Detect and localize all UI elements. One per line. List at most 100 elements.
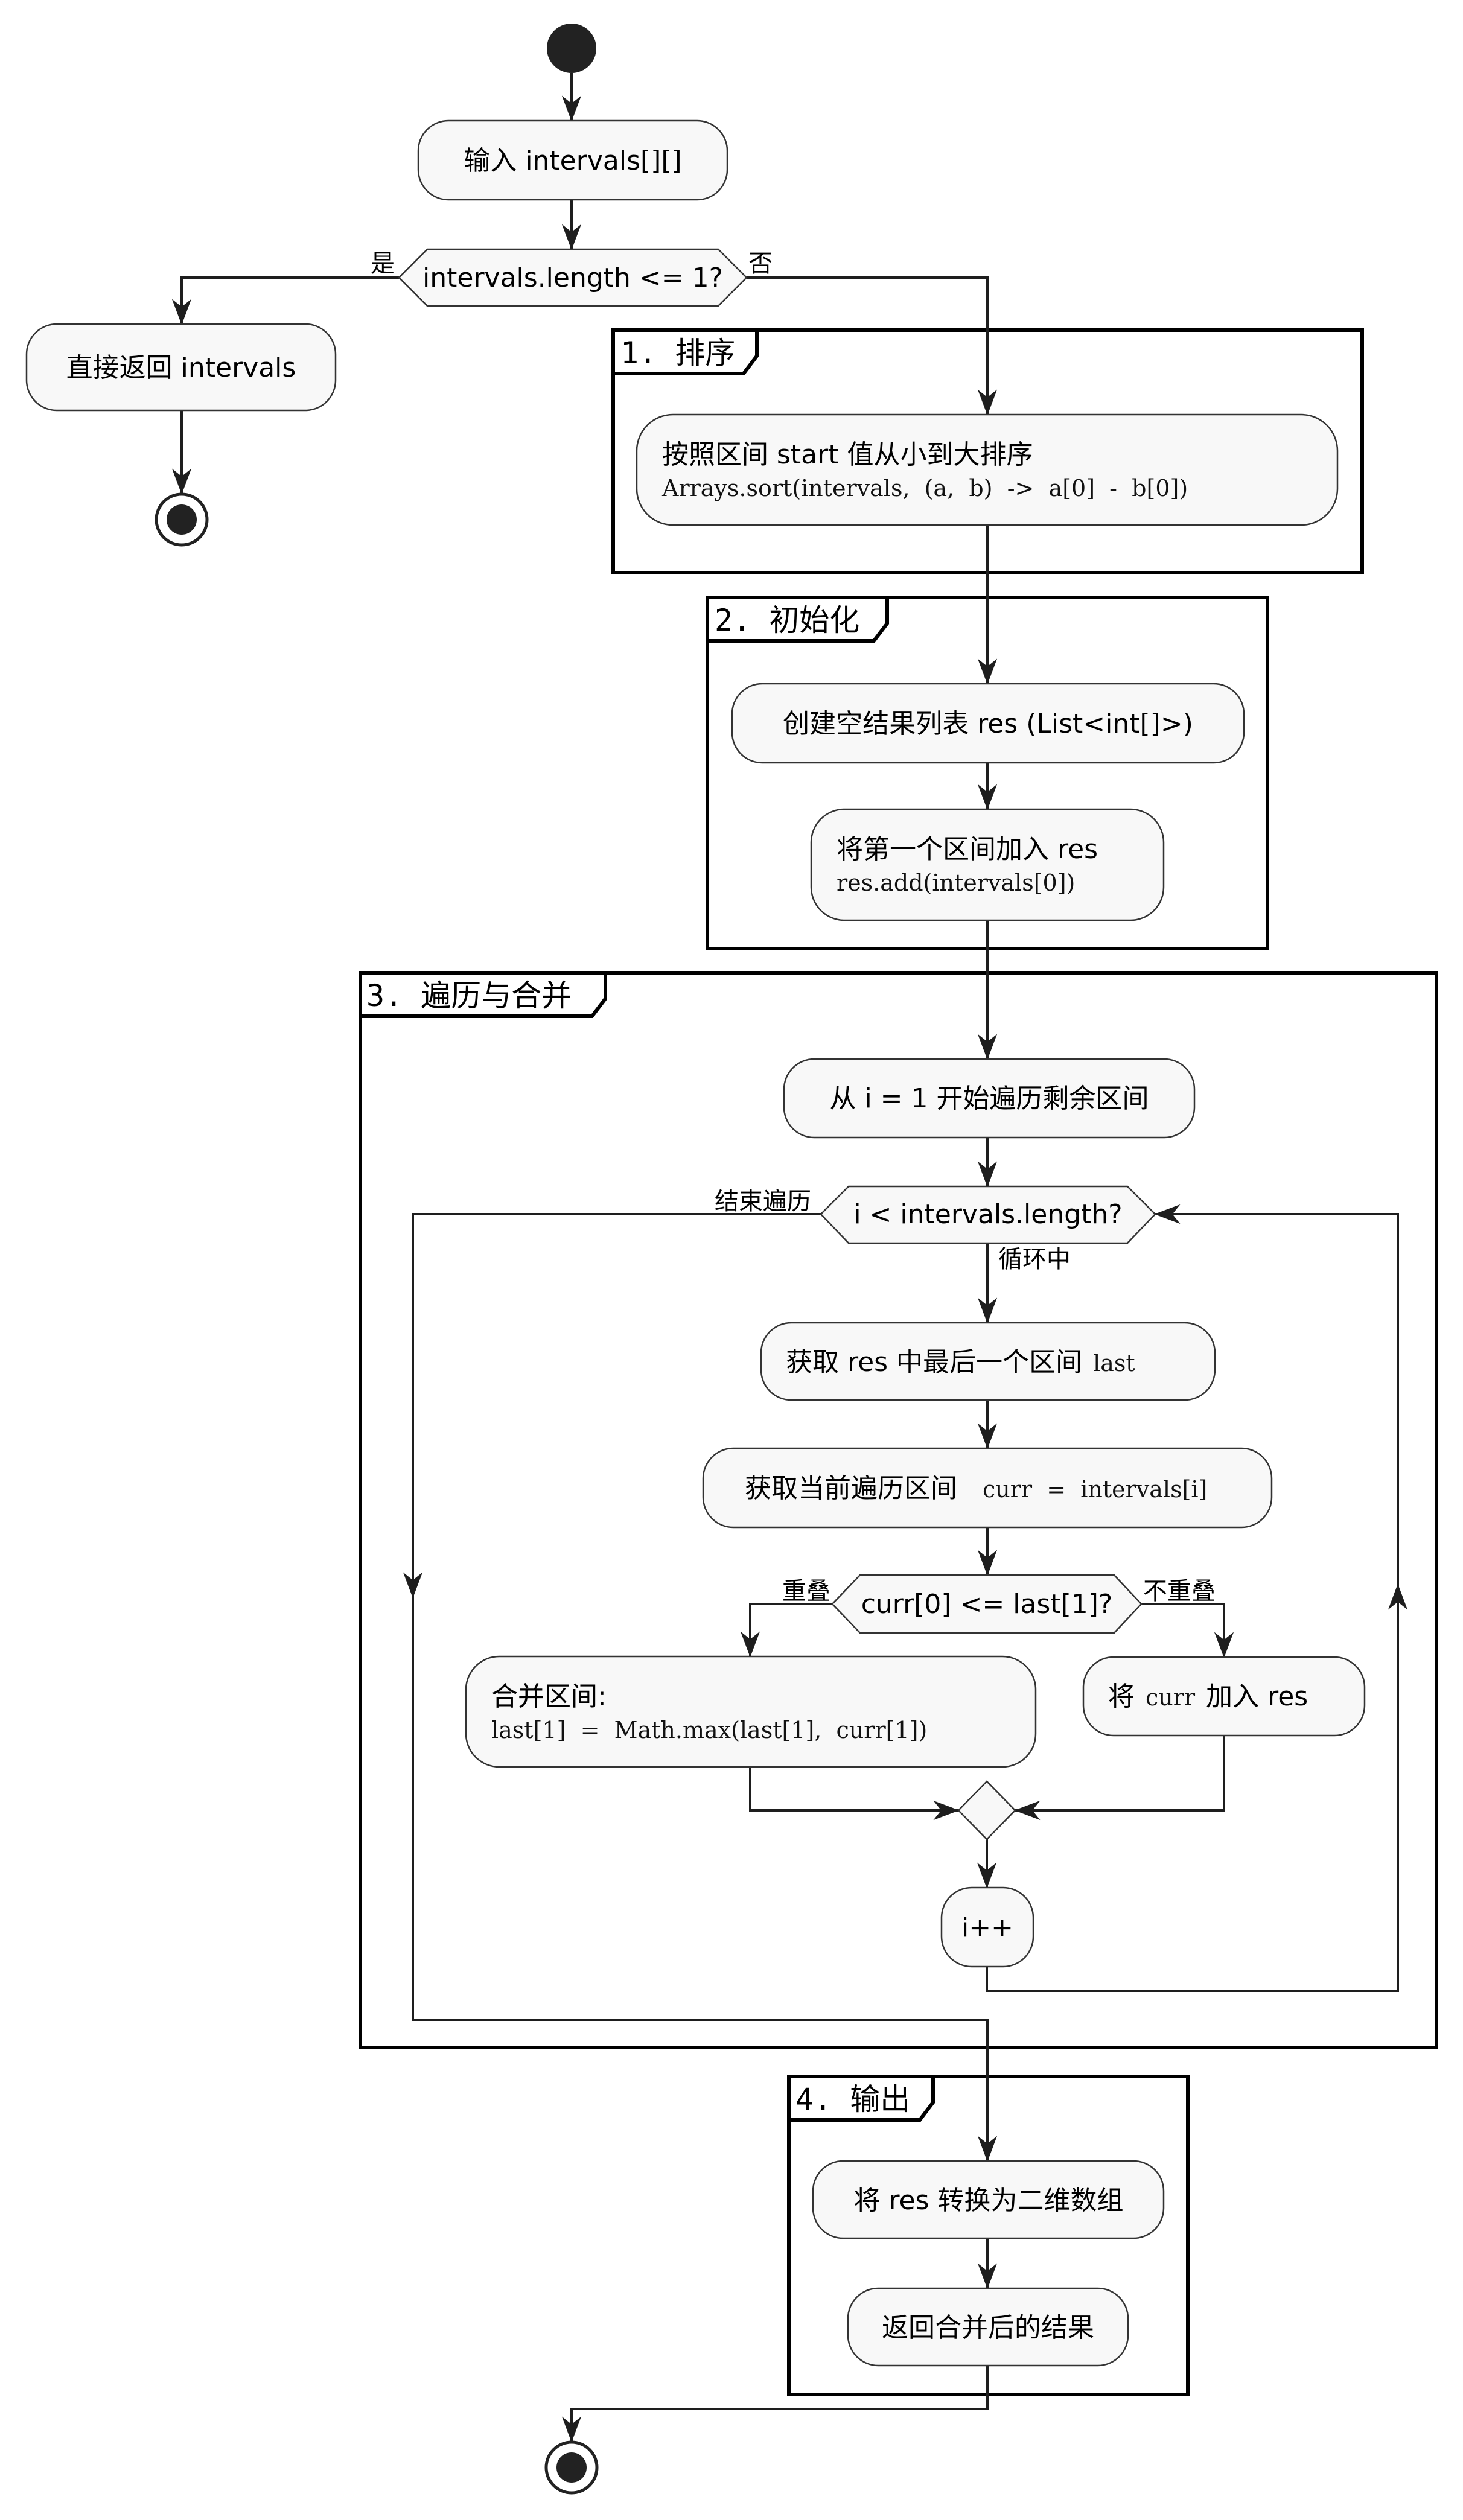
- node-create-res[interactable]: 创建空结果列表 res (List<int[]>): [731, 682, 1245, 764]
- arrow-down-icon: [977, 1862, 997, 1889]
- arrow-down-icon: [561, 224, 582, 250]
- node-increment-label: i++: [961, 1912, 1013, 1943]
- decision-length[interactable]: intervals.length <= 1? 是 否: [371, 248, 773, 307]
- node-add-first-box[interactable]: [810, 808, 1165, 921]
- decision-overlap-shape[interactable]: [831, 1574, 1143, 1634]
- node-input-box[interactable]: [417, 119, 728, 201]
- node-return-result-box[interactable]: [847, 2287, 1129, 2367]
- node-iter-start-label: 从 i = 1 开始遍历剩余区间: [829, 1083, 1149, 1114]
- node-iter-start[interactable]: 从 i = 1 开始遍历剩余区间: [783, 1058, 1196, 1139]
- arrowheads: [171, 95, 1408, 2443]
- node-increment[interactable]: i++: [940, 1886, 1034, 1968]
- arrow-down-icon: [977, 2136, 998, 2162]
- section-loop: 3. 遍历与合并: [359, 971, 1438, 2049]
- section-sort-tab: [611, 328, 759, 375]
- section-init-title: 2. 初始化: [715, 603, 859, 638]
- node-create-res-box[interactable]: [731, 682, 1245, 764]
- arrow-down-icon: [977, 1297, 998, 1324]
- node-return-direct[interactable]: 直接返回 intervals: [25, 323, 337, 412]
- node-merge-title: 合并区间:: [491, 1681, 607, 1712]
- node-return-direct-box[interactable]: [25, 323, 337, 412]
- node-increment-box[interactable]: [940, 1886, 1034, 1968]
- arrow-down-icon: [171, 468, 192, 495]
- node-merge[interactable]: 合并区间: last[1] = Math.max(last[1], curr[1…: [465, 1655, 1037, 1768]
- node-return-result-label: 返回合并后的结果: [882, 2312, 1094, 2343]
- arrow-down-icon: [561, 2416, 582, 2443]
- arrow-down-icon: [740, 1631, 760, 1658]
- arrow-down-icon: [403, 1572, 423, 1599]
- edge-loop-exit: [412, 1213, 989, 2161]
- edge-check-no: [747, 276, 989, 415]
- node-get-last[interactable]: 获取 res 中最后一个区间 last: [760, 1322, 1216, 1401]
- arrow-down-icon: [977, 1550, 998, 1576]
- arrow-down-icon: [977, 2263, 998, 2289]
- branch-no-overlap-label: 不重叠: [1143, 1577, 1216, 1605]
- node-convert-box[interactable]: [812, 2160, 1165, 2239]
- edge-append-join: [1015, 1736, 1225, 1812]
- arrow-down-icon: [171, 299, 192, 325]
- branch-exit-label: 结束遍历: [715, 1188, 811, 1215]
- node-get-last-text: 获取 res 中最后一个区间: [786, 1347, 1082, 1378]
- arrow-down-icon: [977, 1034, 998, 1060]
- section-init-tab: [706, 596, 889, 643]
- node-append-suffix: 加入 res: [1206, 1681, 1308, 1712]
- decision-overlap-label: curr[0] <= last[1]?: [861, 1589, 1113, 1620]
- edge-overlap-yes: [749, 1603, 832, 1656]
- edge-check-yes: [180, 276, 399, 324]
- node-append[interactable]: 将 curr 加入 res: [1082, 1656, 1366, 1737]
- section-loop-title: 3. 遍历与合并: [366, 978, 572, 1013]
- section-sort-title: 1. 排序: [620, 336, 735, 371]
- arrow-up-icon: [1388, 1583, 1408, 1610]
- arrow-down-icon: [1214, 1632, 1234, 1658]
- node-get-curr-code: curr = intervals[i]: [983, 1476, 1207, 1503]
- section-loop-frame: [359, 971, 1438, 2049]
- node-sort-title: 按照区间 start 值从小到大排序: [662, 439, 1033, 470]
- node-get-curr[interactable]: 获取当前遍历区间 curr = intervals[i]: [702, 1447, 1273, 1529]
- node-add-first-title: 将第一个区间加入 res: [837, 834, 1098, 865]
- end-node-inner-icon: [556, 2452, 587, 2483]
- node-append-box[interactable]: [1082, 1656, 1366, 1737]
- decision-loop-shape[interactable]: [820, 1185, 1156, 1244]
- node-sort-box[interactable]: [636, 413, 1339, 526]
- edge-loop-back: [986, 1213, 1399, 1992]
- node-return-result[interactable]: 返回合并后的结果: [847, 2287, 1129, 2367]
- edge-overlap-no: [1141, 1603, 1225, 1657]
- decision-overlap[interactable]: curr[0] <= last[1]? 重叠 不重叠: [782, 1574, 1216, 1634]
- node-input[interactable]: 输入 intervals[][]: [417, 119, 728, 201]
- section-output-title: 4. 输出: [795, 2082, 910, 2117]
- node-convert[interactable]: 将 res 转换为二维数组: [812, 2160, 1165, 2239]
- node-get-curr-label: 获取当前遍历区间 curr = intervals[i]: [728, 1473, 1219, 1504]
- decision-length-shape[interactable]: [398, 248, 748, 307]
- arrow-down-icon: [977, 1161, 998, 1188]
- node-append-code: curr: [1146, 1684, 1196, 1711]
- node-get-last-box[interactable]: [760, 1322, 1216, 1401]
- node-merge-code: last[1] = Math.max(last[1], curr[1]): [491, 1717, 927, 1743]
- merge-join-diamond: [957, 1780, 1016, 1841]
- start-node-icon: [547, 24, 596, 73]
- arrow-down-icon: [977, 658, 998, 685]
- node-input-label: 输入 intervals[][]: [464, 145, 681, 176]
- node-convert-label: 将 res 转换为二维数组: [853, 2185, 1123, 2216]
- section-init: 2. 初始化: [706, 596, 1269, 950]
- node-iter-start-box[interactable]: [783, 1058, 1196, 1139]
- node-merge-box[interactable]: [465, 1655, 1037, 1768]
- edge-return-finalend: [570, 2366, 989, 2442]
- decision-loop-label: i < intervals.length?: [853, 1199, 1122, 1230]
- node-sort[interactable]: 按照区间 start 值从小到大排序 Arrays.sort(intervals…: [636, 413, 1339, 526]
- node-return-direct-label: 直接返回 intervals: [66, 352, 296, 383]
- end-node-inner-icon: [167, 504, 197, 535]
- decision-loop[interactable]: i < intervals.length? 结束遍历 循环中: [715, 1185, 1156, 1273]
- decision-length-label: intervals.length <= 1?: [422, 262, 723, 293]
- node-get-curr-box[interactable]: [702, 1447, 1273, 1529]
- node-get-curr-text: 获取当前遍历区间: [745, 1473, 957, 1504]
- node-append-label: 将 curr 加入 res: [1108, 1681, 1308, 1712]
- node-create-res-label: 创建空结果列表 res (List<int[]>): [783, 708, 1193, 739]
- arrow-down-icon: [561, 95, 582, 122]
- node-add-first[interactable]: 将第一个区间加入 res res.add(intervals[0]): [810, 808, 1165, 921]
- branch-loop-label: 循环中: [998, 1246, 1071, 1273]
- branch-yes-label: 是: [371, 250, 395, 278]
- section-output-tab: [787, 2075, 935, 2122]
- node-get-last-code: last: [1093, 1350, 1135, 1376]
- branch-no-label: 否: [748, 250, 773, 278]
